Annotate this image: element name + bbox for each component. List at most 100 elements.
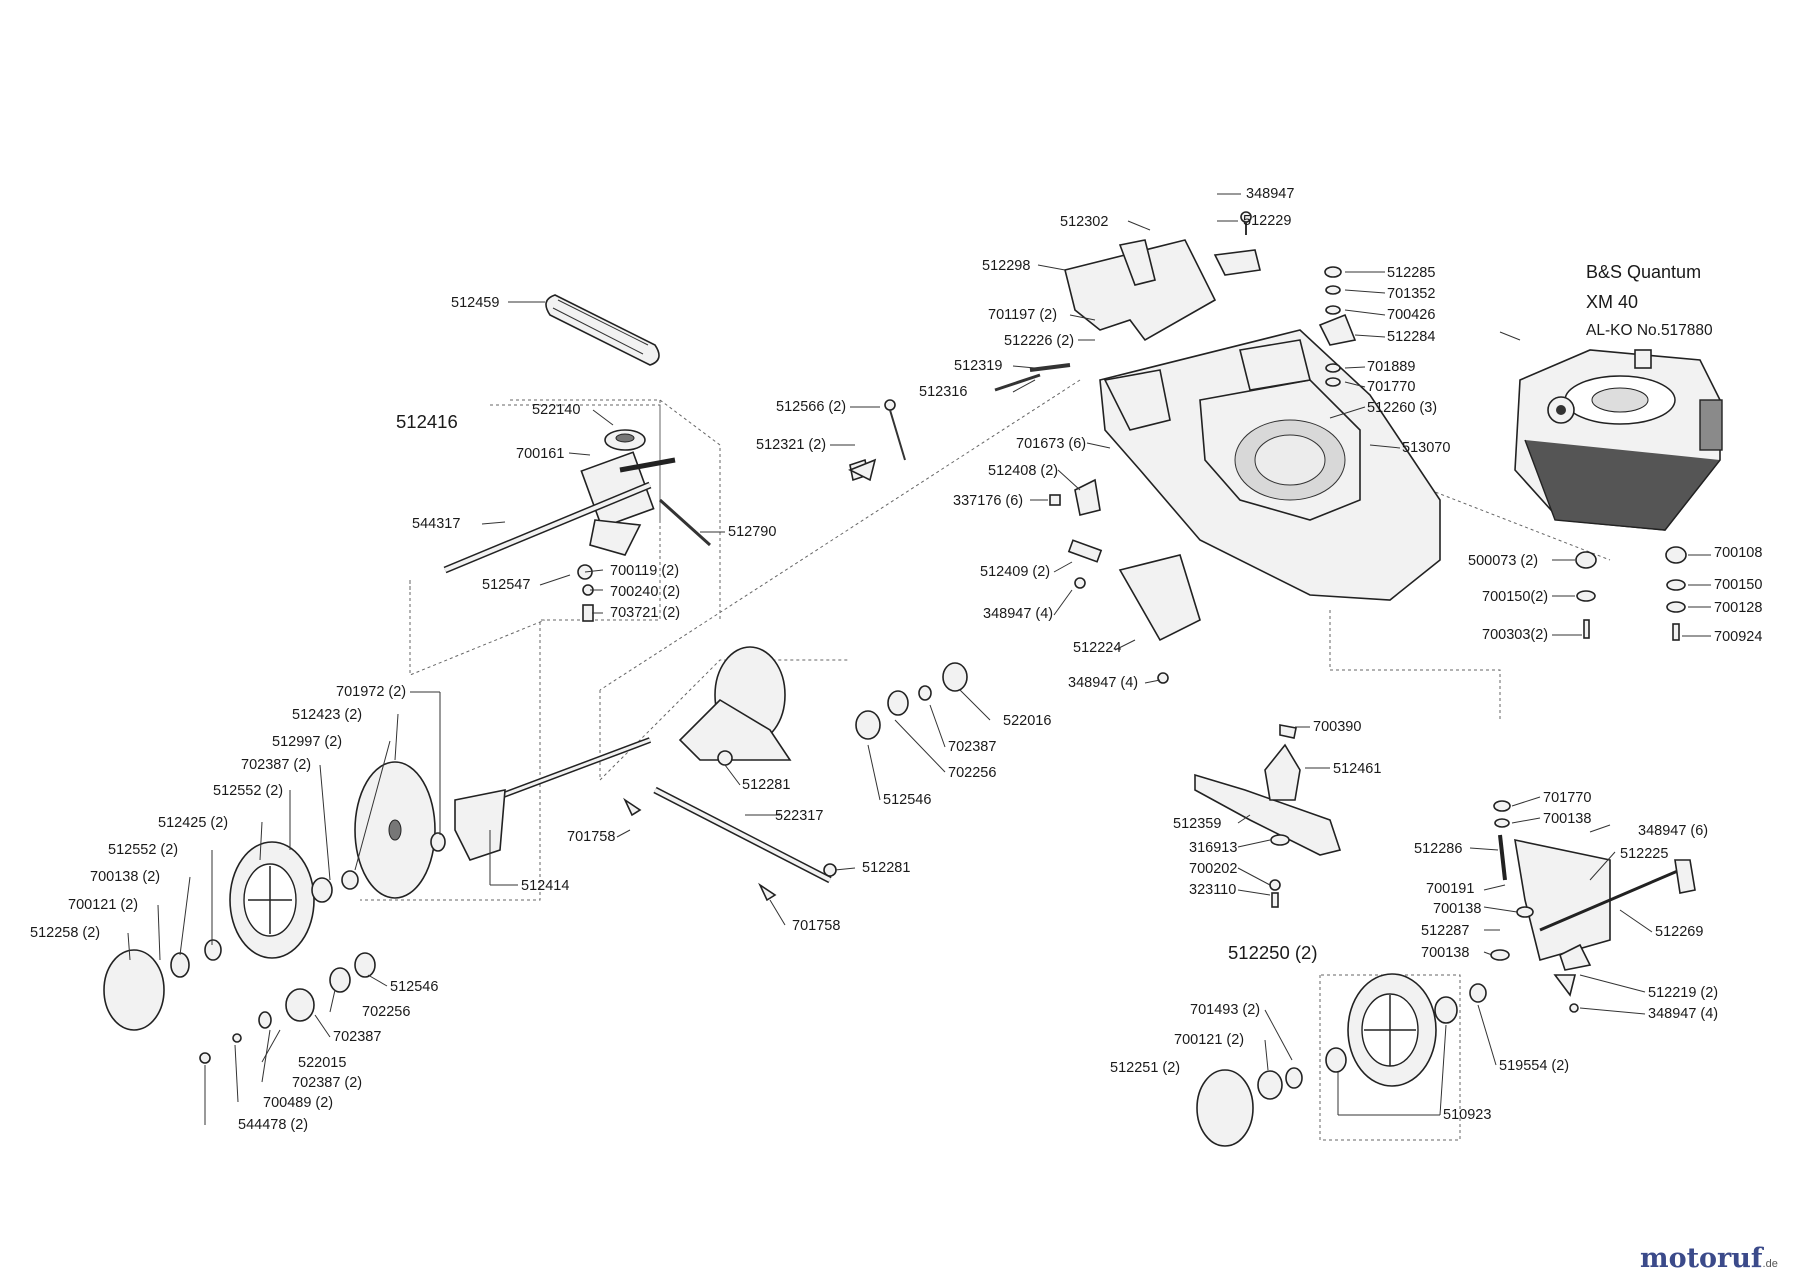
- engine-title-line2: XM 40: [1586, 292, 1639, 312]
- part-label: 544478 (2): [238, 1117, 309, 1133]
- part-label: 701197 (2): [988, 307, 1058, 323]
- part-label: 700150(2): [1482, 589, 1549, 605]
- part-label: 700138 (2): [90, 869, 161, 885]
- part-label: 512552 (2): [108, 842, 179, 858]
- part-label: 512286: [1414, 841, 1463, 857]
- part-label: 700390: [1313, 719, 1362, 735]
- part-label: 700202: [1189, 861, 1238, 877]
- part-label: 519554 (2): [1499, 1058, 1570, 1074]
- part-label: 702256: [948, 765, 997, 781]
- catcher-lid: [1064, 211, 1261, 342]
- part-label: 700489 (2): [263, 1095, 334, 1111]
- group-label-512416: 512416: [396, 411, 458, 432]
- part-label: 512359: [1173, 816, 1222, 832]
- part-label: 512546: [390, 979, 439, 995]
- part-label: 512298: [982, 258, 1031, 274]
- part-label: 702387 (2): [292, 1075, 363, 1091]
- part-label: 512790: [728, 524, 777, 540]
- part-label: 700121 (2): [68, 897, 139, 913]
- rear-flap-assembly: [1490, 800, 1696, 1013]
- right-hardware: [1318, 266, 1687, 641]
- part-label: 512287: [1421, 923, 1470, 939]
- part-label: 512414: [521, 878, 570, 894]
- engine: [1514, 349, 1723, 531]
- part-label: 702387: [948, 739, 997, 755]
- part-label: 512997 (2): [272, 734, 343, 750]
- part-label: 522015: [298, 1055, 347, 1071]
- part-label: 316913: [1189, 840, 1238, 856]
- drive-pinion-parts: [855, 662, 968, 740]
- part-label: 700161: [516, 446, 565, 462]
- part-label: 500073 (2): [1468, 553, 1539, 569]
- part-label: 512316: [919, 384, 968, 400]
- part-label: 512251 (2): [1110, 1060, 1181, 1076]
- part-label: 512459: [451, 295, 500, 311]
- part-label: 700426: [1387, 307, 1436, 323]
- part-label: 348947 (4): [1648, 1006, 1719, 1022]
- part-label: 512229: [1243, 213, 1292, 229]
- right-rear-wheel: [1196, 973, 1487, 1147]
- part-label: 700138: [1543, 811, 1592, 827]
- part-label: 512546: [883, 792, 932, 808]
- engine-title-line1: B&S Quantum: [1586, 262, 1702, 282]
- part-label: 701758: [792, 918, 841, 934]
- part-label: 348947: [1246, 186, 1295, 202]
- part-label: 512547: [482, 577, 531, 593]
- part-label: 700138: [1433, 901, 1482, 917]
- mower-deck: [1099, 329, 1441, 601]
- part-label: 700240 (2): [610, 584, 681, 600]
- part-label: 701972 (2): [336, 684, 407, 700]
- front-axle: [454, 646, 837, 902]
- leader-lines: [127, 193, 1711, 1125]
- part-label: 700924: [1714, 629, 1763, 645]
- part-label: 701770: [1367, 379, 1416, 395]
- part-label: 512425 (2): [158, 815, 229, 831]
- part-label: 512284: [1387, 329, 1436, 345]
- part-label: 700128: [1714, 600, 1763, 616]
- part-label: 512225: [1620, 846, 1669, 862]
- part-label: 323110: [1189, 882, 1237, 898]
- gearbox-assembly: [409, 404, 712, 622]
- part-label: 700119 (2): [610, 563, 680, 579]
- part-label: 348947 (4): [983, 606, 1054, 622]
- engine-alko-number: AL-KO No.517880: [1586, 322, 1713, 339]
- part-label: 512258 (2): [30, 925, 101, 941]
- part-label: 512281: [862, 860, 911, 876]
- part-label: 337176 (6): [953, 493, 1024, 509]
- part-label: 512423 (2): [292, 707, 363, 723]
- part-label: 512269: [1655, 924, 1704, 940]
- part-label: 701770: [1543, 790, 1592, 806]
- part-label: 348947 (4): [1068, 675, 1139, 691]
- part-label: 701352: [1387, 286, 1436, 302]
- part-label: 522317: [775, 808, 824, 824]
- part-label: 700108: [1714, 545, 1763, 561]
- part-label: 700191: [1426, 881, 1475, 897]
- part-label: 348947 (6): [1638, 823, 1709, 839]
- belt: [545, 294, 660, 366]
- part-label: 512566 (2): [776, 399, 847, 415]
- part-label: 513070: [1402, 440, 1451, 456]
- part-label: 512281: [742, 777, 791, 793]
- part-label: 522140: [532, 402, 581, 418]
- blade-assembly: [1194, 724, 1342, 908]
- part-label: 522016: [1003, 713, 1052, 729]
- part-label: 512409 (2): [980, 564, 1051, 580]
- part-label: 512226 (2): [1004, 333, 1075, 349]
- part-label: 512408 (2): [988, 463, 1059, 479]
- guide-lines: [360, 379, 1611, 1141]
- logo-suffix: .de: [1762, 1258, 1778, 1270]
- part-label: 700303(2): [1482, 627, 1549, 643]
- part-label: 512552 (2): [213, 783, 284, 799]
- part-label: 702387 (2): [241, 757, 312, 773]
- part-label: 703721 (2): [610, 605, 681, 621]
- part-label: 512224: [1073, 640, 1122, 656]
- logo-text: motoruf: [1640, 1243, 1763, 1274]
- part-label: 700138: [1421, 945, 1470, 961]
- height-adjuster-parts: [848, 363, 1201, 684]
- part-label: 701758: [567, 829, 616, 845]
- part-label: 700150: [1714, 577, 1763, 593]
- part-label: 512321 (2): [756, 437, 827, 453]
- group-label-512250: 512250 (2): [1228, 942, 1318, 963]
- part-label: 701889: [1367, 359, 1416, 375]
